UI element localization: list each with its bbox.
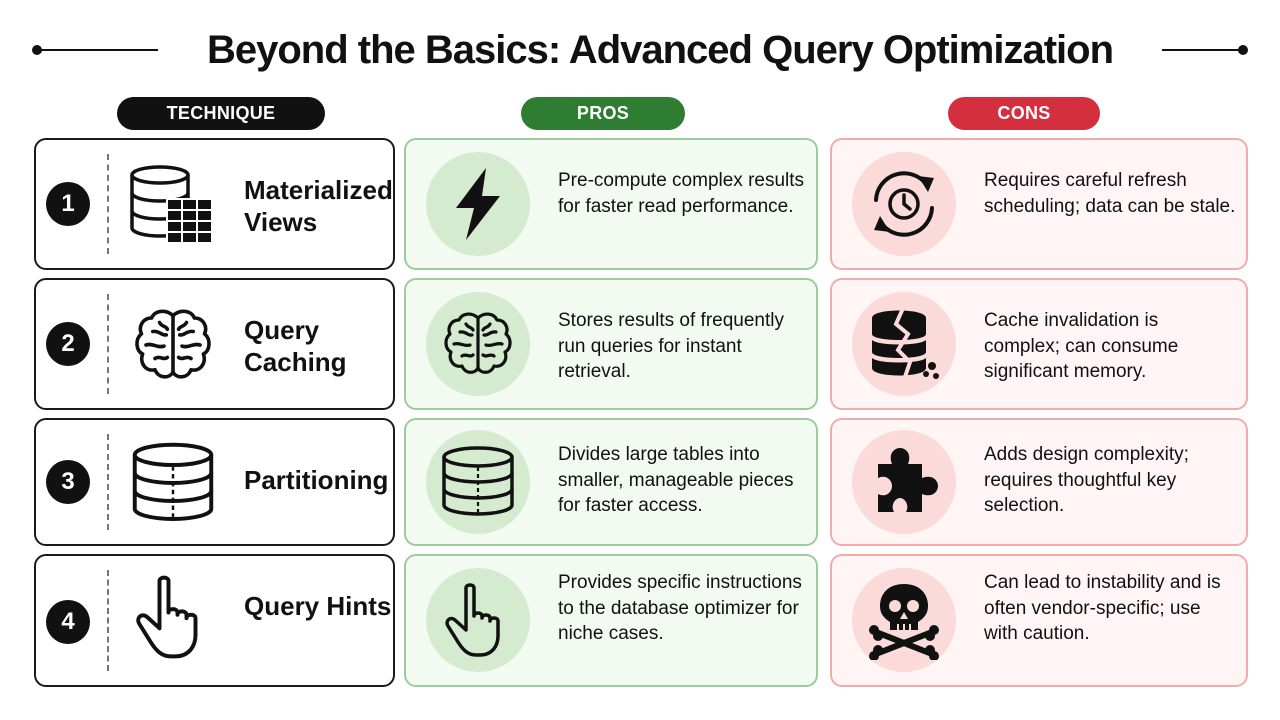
pro-text: Pre-compute complex results for faster r… [558, 170, 805, 217]
brain-icon [128, 300, 218, 390]
pro-icon-circle [426, 292, 530, 396]
technique-card: 1 Materialized Views [34, 138, 395, 270]
row-number-badge: 4 [46, 600, 90, 644]
partitioned-database-icon [438, 442, 518, 522]
puzzle-piece-icon [878, 448, 938, 512]
con-card: Can lead to instability and is often ven… [830, 554, 1248, 687]
broken-database-icon [872, 305, 939, 381]
title-line-endpoint [1238, 45, 1248, 55]
partitioned-database-icon [128, 438, 218, 528]
pro-card: Pre-compute complex results for faster r… [404, 138, 818, 270]
pros-header: PROS [521, 97, 685, 130]
divider [107, 294, 109, 394]
lightning-bolt-icon [456, 168, 500, 240]
pro-icon-circle [426, 430, 530, 534]
divider [107, 154, 109, 254]
con-text: Adds design complexity; requires thought… [984, 444, 1189, 516]
title-bar: Beyond the Basics: Advanced Query Optimi… [0, 22, 1280, 78]
pro-card: Divides large tables into smaller, manag… [404, 418, 818, 546]
database-table-icon [130, 165, 214, 244]
con-text: Requires careful refresh scheduling; dat… [984, 170, 1236, 217]
divider [107, 570, 109, 671]
pro-icon-circle [426, 152, 530, 256]
technique-card: 4 Query Hints [34, 554, 395, 687]
technique-card: 2 Query Caching [34, 278, 395, 410]
skull-crossbones-icon [869, 584, 939, 660]
technique-name: Partitioning [244, 465, 389, 495]
con-card: Adds design complexity; requires thought… [830, 418, 1248, 546]
refresh-clock-icon [874, 171, 934, 237]
con-text: Can lead to instability and is often ven… [984, 572, 1221, 644]
pointing-hand-icon [438, 580, 518, 660]
con-icon-circle [852, 430, 956, 534]
divider [107, 434, 109, 530]
con-icon-circle [852, 292, 956, 396]
brain-icon [438, 304, 518, 384]
pro-icon-circle [426, 568, 530, 672]
technique-name: Materialized Views [244, 175, 393, 237]
row-number-badge: 3 [46, 460, 90, 504]
cons-header: CONS [948, 97, 1100, 130]
page-title: Beyond the Basics: Advanced Query Optimi… [206, 28, 1114, 72]
title-line-left [36, 49, 158, 51]
pro-card: Stores results of frequently run queries… [404, 278, 818, 410]
row-number-badge: 2 [46, 322, 90, 366]
pointing-hand-icon [128, 572, 218, 662]
con-card: Requires careful refresh scheduling; dat… [830, 138, 1248, 270]
technique-header: TECHNIQUE [117, 97, 325, 130]
con-text: Cache invalidation is complex; can consu… [984, 310, 1179, 382]
con-icon-circle [852, 152, 956, 256]
technique-name: Query Caching [244, 315, 347, 377]
con-icon-circle [852, 568, 956, 672]
title-line-right [1162, 49, 1242, 51]
technique-name: Query Hints [244, 591, 392, 621]
pro-text: Divides large tables into smaller, manag… [558, 444, 794, 516]
row-number-badge: 1 [46, 182, 90, 226]
con-card: Cache invalidation is complex; can consu… [830, 278, 1248, 410]
pro-card: Provides specific instructions to the da… [404, 554, 818, 687]
technique-card: 3 Partitioning [34, 418, 395, 546]
pro-text: Provides specific instructions to the da… [558, 572, 802, 644]
pro-text: Stores results of frequently run queries… [558, 310, 784, 382]
